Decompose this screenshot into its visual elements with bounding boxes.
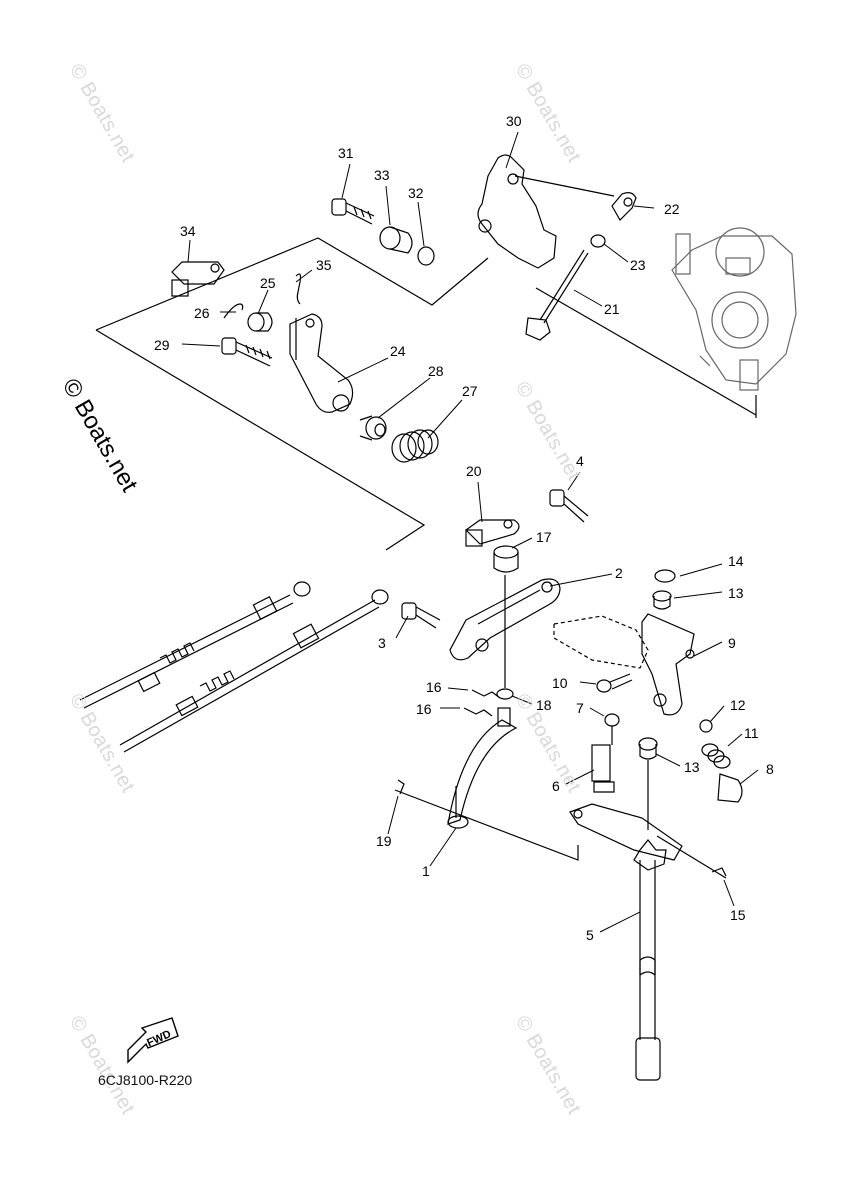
callout-23: 23 xyxy=(630,257,646,273)
callout-29: 29 xyxy=(154,337,170,353)
part-23-nut xyxy=(590,234,606,248)
part-13-bushing-top xyxy=(652,590,672,610)
callout-19: 19 xyxy=(376,833,392,849)
callout-15: 15 xyxy=(730,907,746,923)
part-7-bolt xyxy=(604,713,620,745)
callout-4: 4 xyxy=(576,453,584,469)
part-32-washer xyxy=(417,246,435,266)
callout-22: 22 xyxy=(664,201,680,217)
part-21-rod xyxy=(525,249,589,341)
part-27-spring xyxy=(391,429,439,463)
part-30-bracket xyxy=(477,154,615,269)
callout-5: 5 xyxy=(586,927,594,943)
callout-14: 14 xyxy=(728,553,744,569)
phantom-plate xyxy=(553,615,649,669)
callout-33: 33 xyxy=(374,167,390,183)
callout-16-a: 16 xyxy=(426,679,442,695)
callout-16-b: 16 xyxy=(416,701,432,717)
callout-21: 21 xyxy=(604,301,620,317)
part-26-clip xyxy=(223,303,244,319)
part-2-link xyxy=(449,578,561,661)
callout-25: 25 xyxy=(260,275,276,291)
part-25-collar xyxy=(247,312,273,332)
part-22-joint xyxy=(611,192,637,221)
part-16-clip-a xyxy=(471,689,501,699)
callout-8: 8 xyxy=(766,761,774,777)
callout-17: 17 xyxy=(536,529,552,545)
leader-lines xyxy=(181,131,759,933)
part-17-collar xyxy=(493,545,519,573)
callout-28: 28 xyxy=(428,363,444,379)
part-11-spring xyxy=(701,743,731,769)
part-29-bolt xyxy=(221,337,273,367)
callout-11: 11 xyxy=(744,725,759,741)
part-5-shift-shaft xyxy=(635,860,661,1081)
part-4-bolt xyxy=(549,489,589,523)
callout-30: 30 xyxy=(506,113,522,129)
reference-line-bottom xyxy=(394,789,579,861)
callout-7: 7 xyxy=(576,700,584,716)
throttle-cable xyxy=(119,589,389,753)
part-1-shift-arm xyxy=(447,707,518,829)
part-12-ball xyxy=(699,719,713,733)
part-35-clip xyxy=(295,273,302,305)
part-13-bushing-bottom xyxy=(638,737,658,760)
callout-24: 24 xyxy=(390,343,406,359)
part-34-joint xyxy=(171,261,225,297)
callout-26: 26 xyxy=(194,305,210,321)
callout-20: 20 xyxy=(466,463,482,479)
callout-6: 6 xyxy=(552,778,560,794)
shift-cable xyxy=(79,581,311,709)
callout-12: 12 xyxy=(730,697,746,713)
part-19-pin xyxy=(397,779,405,795)
callout-13-bottom: 13 xyxy=(684,759,700,775)
part-28-bushing xyxy=(359,415,387,441)
part-33-collar xyxy=(379,226,413,254)
part-18-washer xyxy=(496,688,514,700)
part-16-clip-b xyxy=(463,707,493,717)
part-3-bolt xyxy=(401,602,441,629)
callout-3: 3 xyxy=(378,635,386,651)
part-15-pin xyxy=(711,867,727,877)
reference-line-throttle xyxy=(535,287,757,416)
callout-31: 31 xyxy=(338,145,354,161)
diagram-linework xyxy=(79,131,797,1081)
part-6-cam xyxy=(591,744,615,793)
reference-line-top xyxy=(95,237,489,331)
throttle-body xyxy=(671,227,797,391)
part-14-washer xyxy=(654,569,676,583)
callout-1: 1 xyxy=(422,863,430,879)
part-24-lever xyxy=(289,313,354,413)
callout-35: 35 xyxy=(316,257,332,273)
callout-27: 27 xyxy=(462,383,478,399)
callout-10: 10 xyxy=(552,675,568,691)
callout-32: 32 xyxy=(408,185,424,201)
fwd-arrow-icon: FWD xyxy=(127,1017,179,1064)
part-31-bolt xyxy=(331,198,375,225)
shift-plate xyxy=(569,803,683,871)
diagram-code: 6CJ8100-R220 xyxy=(98,1072,193,1088)
part-8-plug xyxy=(717,773,743,803)
part-9-bracket xyxy=(641,613,695,716)
callout-34: 34 xyxy=(180,223,196,239)
reference-line-left xyxy=(95,329,426,551)
callout-2: 2 xyxy=(615,565,623,581)
part-10-bolt xyxy=(596,673,633,693)
callout-9: 9 xyxy=(728,635,736,651)
callout-18: 18 xyxy=(536,697,552,713)
reference-line-15 xyxy=(656,835,727,879)
callout-13-top: 13 xyxy=(728,585,744,601)
callout-numbers: 1 2 3 4 5 6 7 8 9 10 11 12 13 13 14 15 1… xyxy=(154,113,774,943)
part-20-joint xyxy=(465,519,520,547)
